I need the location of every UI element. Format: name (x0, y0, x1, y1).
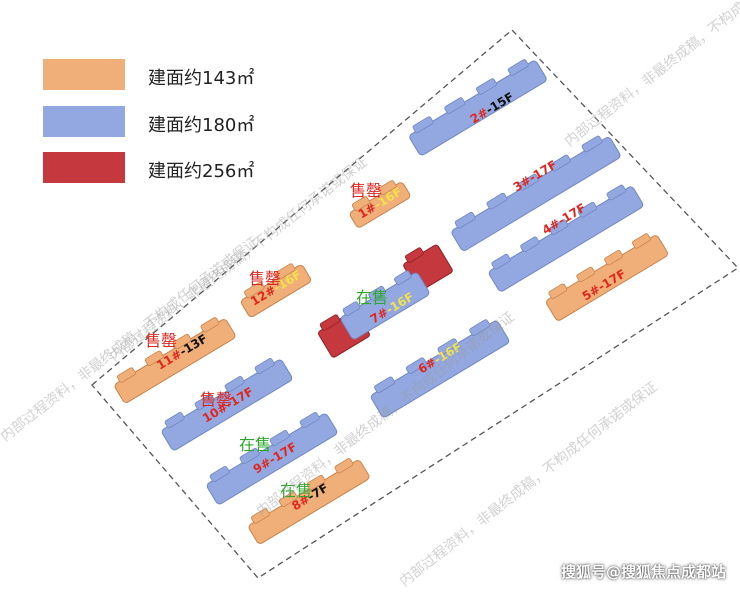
building-wing (469, 319, 491, 336)
building-wing (412, 116, 434, 134)
source-credit: 搜狐号@搜狐焦点成都站 (560, 563, 726, 581)
building-wing (577, 201, 598, 218)
building-wing (549, 219, 569, 235)
building-footprint (161, 359, 293, 451)
building-wing (209, 466, 230, 483)
building-b8 (248, 458, 370, 544)
building-wing (405, 247, 424, 263)
status-label-b8: 在售 (280, 481, 313, 500)
status-label-b7: 在售 (356, 288, 389, 307)
building-b4 (488, 184, 644, 292)
building-wing (319, 314, 341, 331)
building-b12 (240, 263, 312, 318)
legend-label-256: 建面约256㎡ (148, 161, 255, 182)
building-wing (224, 376, 245, 393)
building-b2 (409, 59, 547, 156)
building-wing (632, 233, 651, 249)
building-footprint (370, 320, 510, 418)
building-wing (378, 180, 397, 196)
building-wing (454, 211, 476, 229)
building-wing (239, 448, 260, 465)
building-b9 (206, 412, 338, 505)
building-wing (581, 135, 603, 153)
building-wing (342, 301, 361, 317)
building-wing (520, 236, 540, 253)
building-b5 (546, 233, 668, 321)
building-b6 (370, 319, 510, 418)
building-b10 (161, 358, 293, 451)
legend-swatch-180 (43, 106, 125, 137)
site-boundary (91, 29, 740, 579)
building-wing (278, 491, 298, 507)
building-wing (194, 394, 215, 411)
building-wing (244, 281, 265, 299)
legend-label-143: 建面约143㎡ (148, 68, 255, 89)
building-wing (144, 350, 164, 366)
building-wing (576, 266, 596, 283)
legend-swatch-256 (43, 152, 125, 183)
building-wing (368, 285, 386, 301)
building-b11 (114, 317, 236, 403)
building-wing (269, 430, 290, 447)
building-b1 (349, 180, 411, 228)
legend-swatch-143 (43, 59, 125, 90)
legend-label-180: 建面约180㎡ (148, 115, 255, 136)
building-wing (117, 367, 136, 383)
building-wing (518, 173, 540, 191)
building-wing (306, 474, 326, 491)
building-b7 (340, 270, 430, 340)
building-footprint (349, 182, 411, 228)
building-footprint (546, 235, 668, 321)
building-wing (374, 376, 395, 394)
building-footprint (240, 264, 312, 318)
building-wing (405, 357, 427, 375)
building-wing (476, 78, 497, 95)
building-wing (548, 283, 568, 299)
building-wing (351, 196, 370, 212)
building-wing (200, 317, 220, 333)
status-label-b12: 售罄 (249, 269, 282, 288)
building-b3 (451, 135, 621, 251)
status-label-b11: 售罄 (145, 331, 178, 350)
building-wing (437, 338, 459, 356)
building-wing (486, 192, 508, 210)
building-footprint (114, 319, 236, 403)
building-wing (274, 263, 296, 280)
building-wing (251, 508, 270, 524)
building-wing (254, 358, 275, 375)
building-wing (604, 250, 623, 266)
building-wing (172, 333, 192, 350)
status-label-b1: 售罄 (350, 181, 383, 200)
building-footprint (206, 413, 338, 505)
building-wing (444, 97, 466, 114)
building-footprint (409, 60, 547, 156)
building-wing (491, 253, 511, 270)
building-wing (394, 270, 412, 286)
building-wing (507, 59, 529, 76)
building-footprint (248, 460, 370, 544)
status-label-b10: 售罄 (200, 390, 233, 409)
status-label-b9: 在售 (239, 435, 272, 454)
building-wing (334, 458, 354, 474)
building-wing (549, 154, 571, 172)
building-wing (164, 412, 185, 429)
building-wing (606, 184, 626, 201)
building-wing (299, 412, 320, 429)
